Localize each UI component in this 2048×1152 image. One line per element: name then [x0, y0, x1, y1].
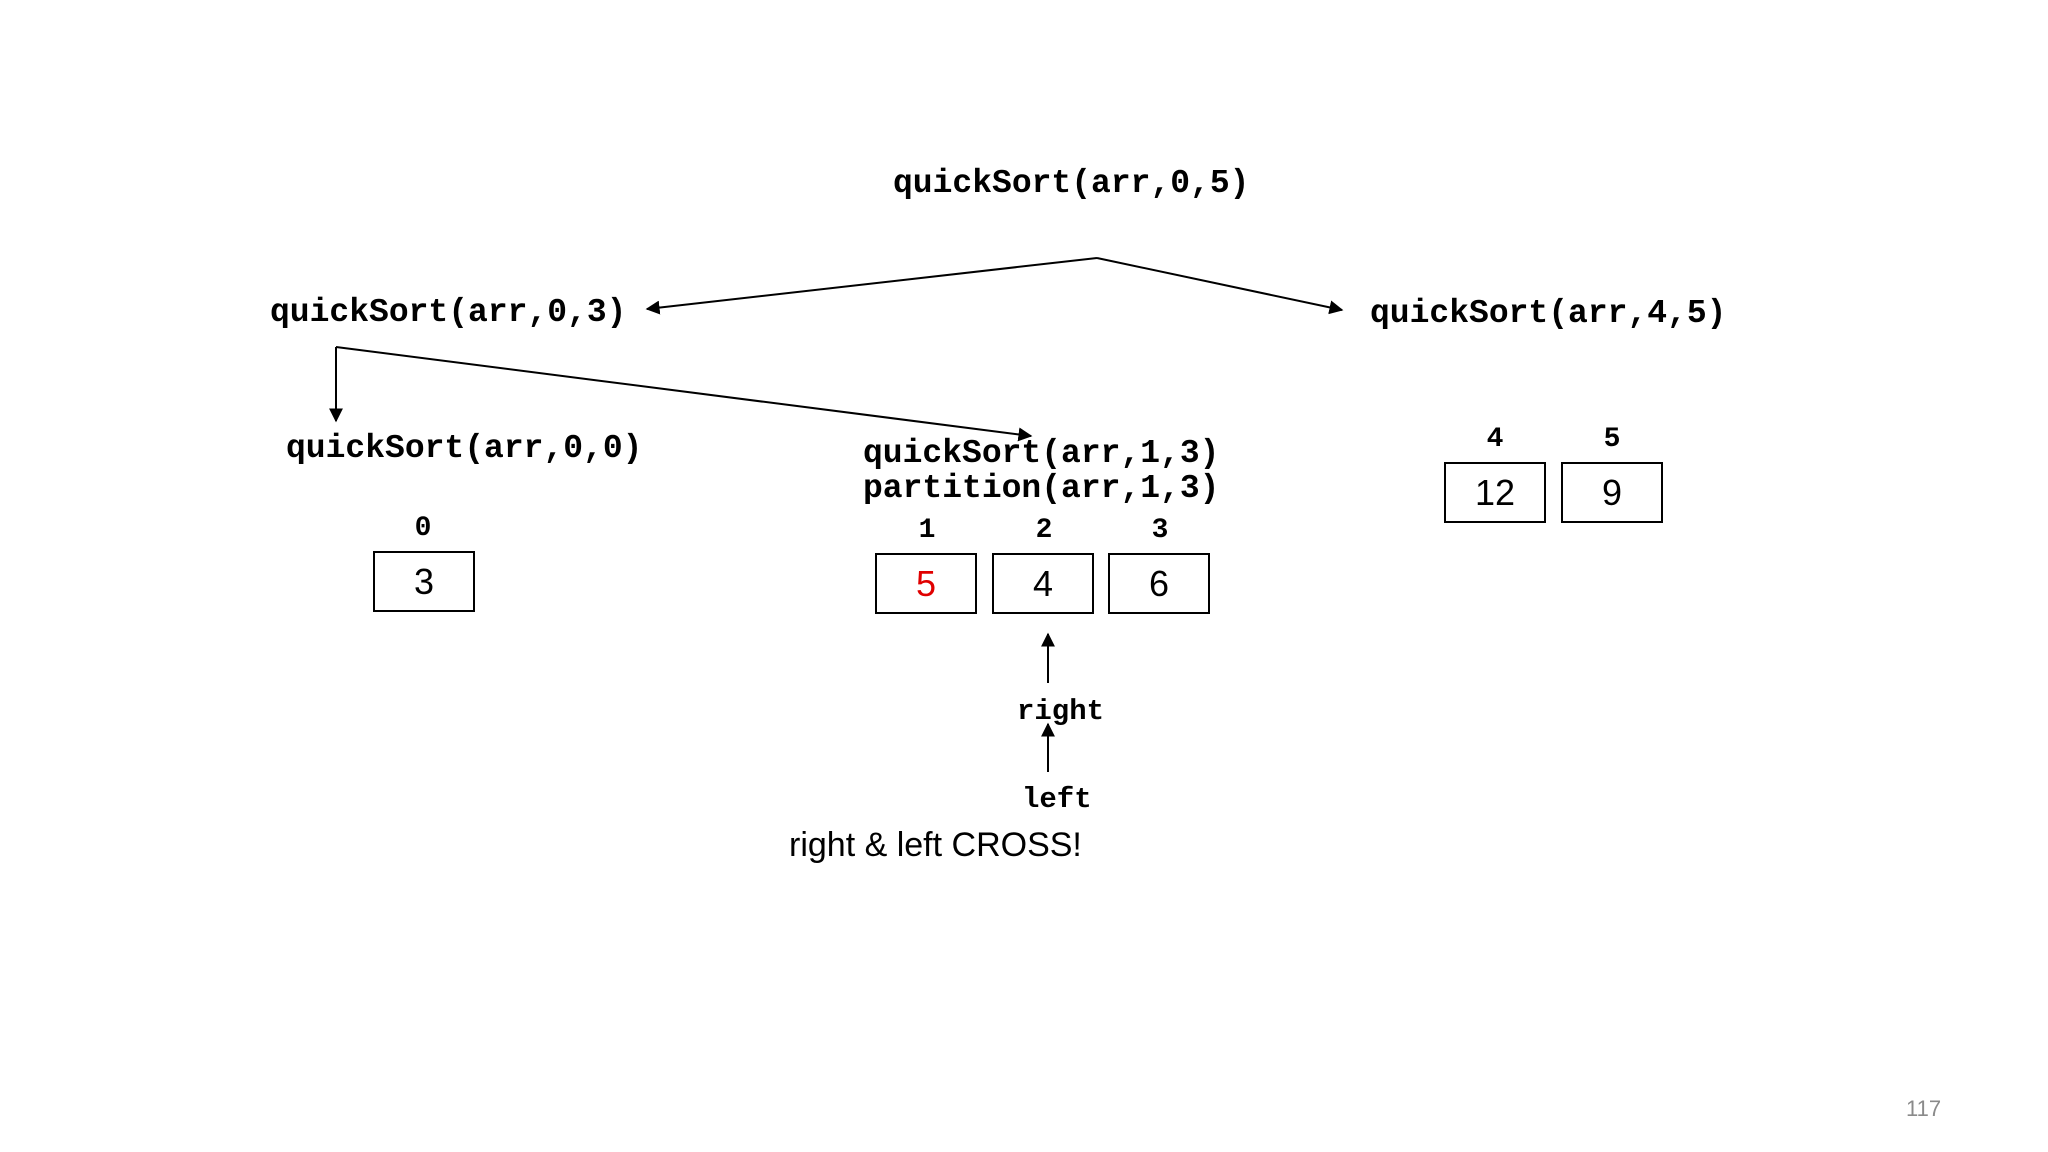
- cross-caption: right & left CROSS!: [789, 826, 1082, 864]
- left-to-children-arrows: [329, 346, 1033, 442]
- call-left: quickSort(arr,0,3): [270, 294, 627, 331]
- array-cell: 12: [1444, 462, 1546, 523]
- pivot-cell: 5: [875, 553, 977, 614]
- index-label: 4: [1486, 424, 1504, 455]
- array-cell: 9: [1561, 462, 1663, 523]
- index-label: 3: [1151, 515, 1169, 546]
- index-label: 0: [414, 513, 432, 544]
- call-left-right: quickSort(arr,1,3): [863, 435, 1220, 472]
- call-root: quickSort(arr,0,5): [893, 165, 1250, 202]
- left-pointer-label: left: [1022, 783, 1092, 816]
- array-cell: 4: [992, 553, 1094, 614]
- index-label: 1: [918, 515, 936, 546]
- arrow-left-to-left-right: [335, 346, 1033, 442]
- call-right: quickSort(arr,4,5): [1370, 295, 1727, 332]
- call-partition: partition(arr,1,3): [863, 470, 1220, 507]
- root-to-children-arrows: [645, 257, 1344, 315]
- slide-number: 117: [1906, 1096, 1942, 1121]
- right-pointer-label: right: [1017, 695, 1105, 728]
- array-cell: 6: [1108, 553, 1210, 614]
- call-left-left: quickSort(arr,0,0): [286, 430, 643, 467]
- index-label: 5: [1603, 424, 1621, 455]
- arrow-root-to-left: [645, 257, 1098, 315]
- array-cell: 3: [373, 551, 475, 612]
- index-label: 2: [1035, 515, 1053, 546]
- arrow-root-to-right: [1096, 257, 1344, 315]
